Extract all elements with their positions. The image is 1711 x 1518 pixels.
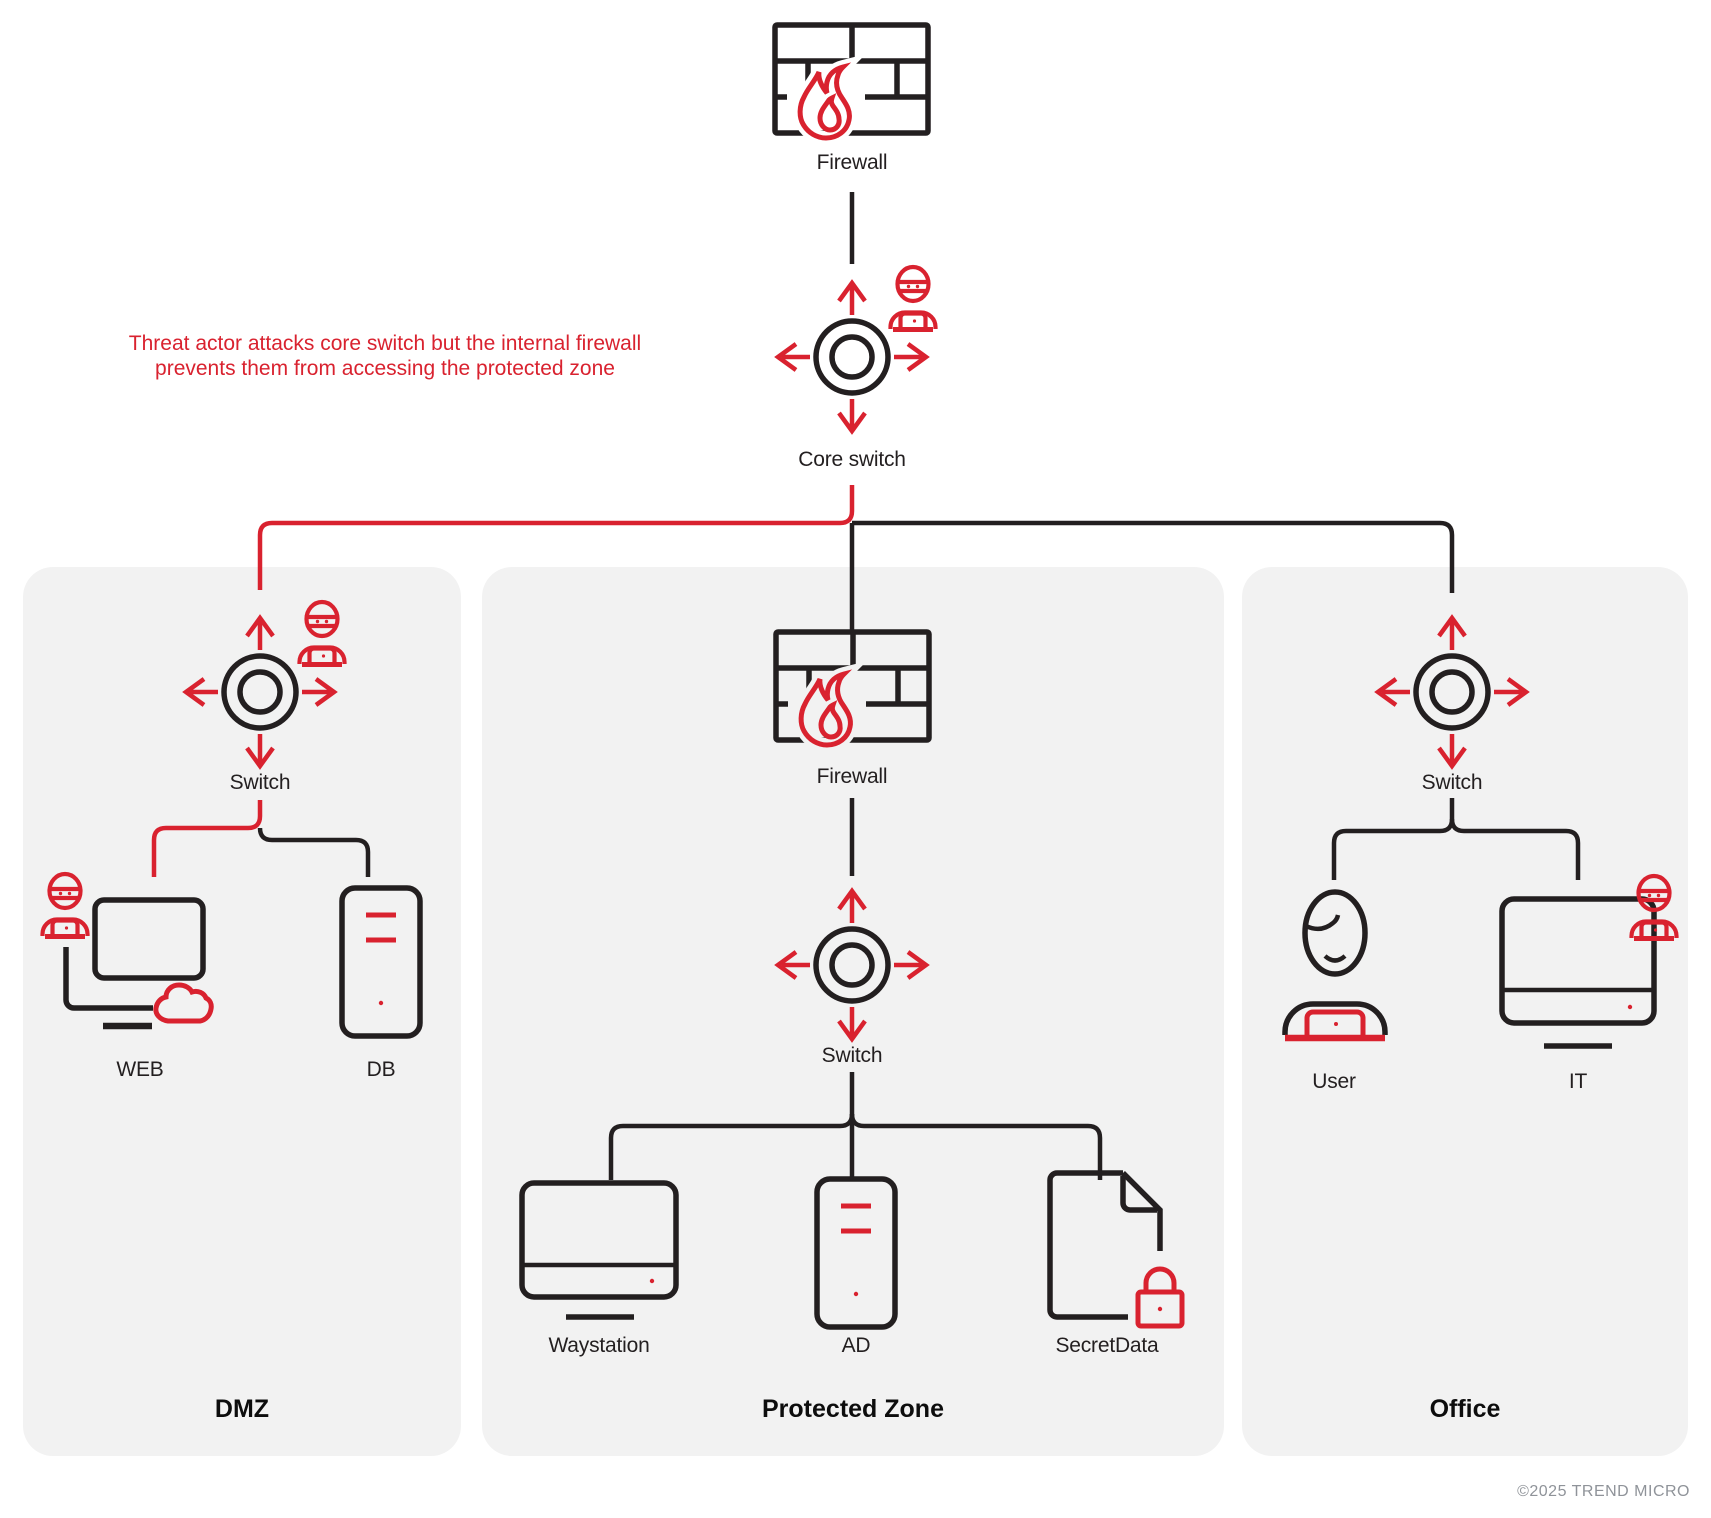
threat-annotation: Threat actor attacks core switch but the… xyxy=(85,331,685,381)
link-pswitch-secretdata xyxy=(849,1113,1103,1180)
web-label: WEB xyxy=(116,1058,164,1081)
dmz-zone-title: DMZ xyxy=(214,1395,270,1423)
link-dmzswitch-web-attack xyxy=(151,800,263,877)
flame-icon xyxy=(797,62,852,141)
user-icon xyxy=(1282,889,1388,1042)
web-server-icon xyxy=(63,897,214,1030)
it-label: IT xyxy=(1568,1070,1588,1093)
office-zone-title: Office xyxy=(1429,1395,1501,1423)
top-firewall-label: Firewall xyxy=(816,151,888,174)
dmz-switch-icon xyxy=(186,618,334,766)
waystation-label: Waystation xyxy=(548,1334,650,1357)
dmz-zone-panel xyxy=(23,567,461,1456)
flame-icon xyxy=(798,669,853,748)
link-pswitch-waystation xyxy=(608,1113,855,1180)
internal-firewall-icon xyxy=(773,629,932,753)
link-oswitch-user xyxy=(1331,818,1455,880)
threat-annotation-line2: prevents them from accessing the protect… xyxy=(155,357,615,380)
it-workstation-icon xyxy=(1499,896,1657,1049)
protected-switch-icon xyxy=(778,891,926,1039)
connectors xyxy=(151,192,1581,1180)
link-oswitch-it xyxy=(1449,818,1581,880)
secretdata-document-icon xyxy=(1047,1170,1185,1329)
firewall-icon xyxy=(772,22,931,146)
ad-label: AD xyxy=(841,1334,871,1357)
office-switch-label: Switch xyxy=(1421,771,1483,794)
protected-switch-label: Switch xyxy=(821,1044,883,1067)
protected-zone-title: Protected Zone xyxy=(762,1395,944,1423)
db-server-icon xyxy=(342,888,420,1036)
ad-server-icon xyxy=(817,1179,895,1327)
core-switch-label: Core switch xyxy=(798,448,906,471)
copyright-text: ©2025 TREND MICRO xyxy=(1517,1483,1690,1500)
lock-icon xyxy=(1135,1266,1185,1329)
link-dmzswitch-db xyxy=(257,827,371,877)
waystation-icon xyxy=(519,1180,679,1320)
dmz-threat-actor-icon xyxy=(300,602,345,665)
dmz-switch-label: Switch xyxy=(229,771,291,794)
cloud-icon xyxy=(153,982,214,1024)
link-coreswitch-dmz-attack xyxy=(257,485,855,590)
secretdata-label: SecretData xyxy=(1055,1334,1159,1357)
db-label: DB xyxy=(366,1058,396,1081)
threat-annotation-line1: Threat actor attacks core switch but the… xyxy=(128,332,642,355)
protected-firewall-label: Firewall xyxy=(816,765,888,788)
web-threat-actor-icon xyxy=(43,874,88,937)
user-label: User xyxy=(1312,1070,1356,1093)
link-coreswitch-office xyxy=(852,520,1455,593)
threat-actor-icon xyxy=(891,267,936,330)
laptop-icon xyxy=(1285,1009,1385,1042)
core-switch-icon xyxy=(778,283,926,431)
office-switch-icon xyxy=(1378,618,1526,766)
